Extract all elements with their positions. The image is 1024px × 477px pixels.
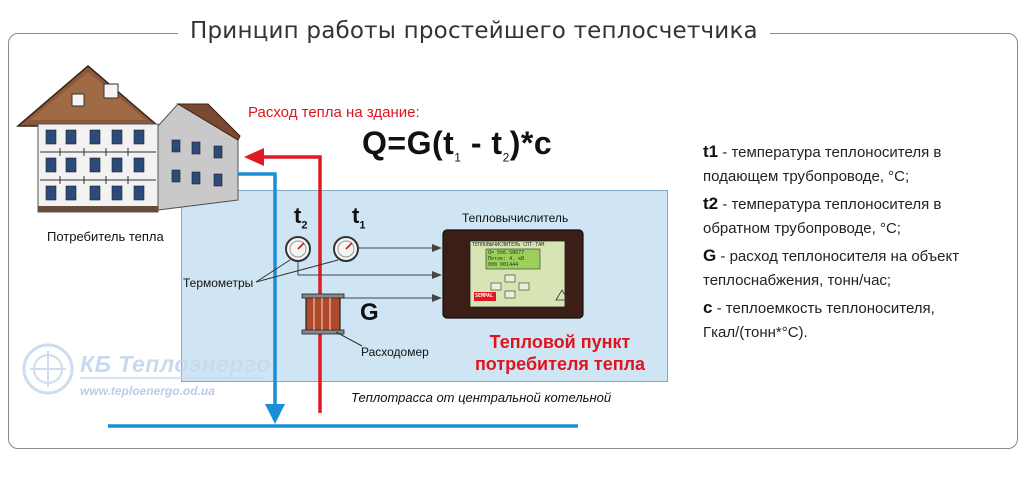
calculator-screen-line: Q= 506.58077	[488, 250, 525, 256]
symbol-g: G	[360, 299, 379, 326]
watermark-logo-icon	[22, 343, 74, 395]
calculator-screen-line: Поток: 4. кВ	[488, 256, 525, 262]
symbol-t2-sub: 2	[301, 219, 308, 232]
formula-mid: - t	[461, 125, 503, 161]
calculator-header: ТЕПЛОВЫЧИСЛИТЕЛЬ СПТ-ТАМ	[472, 242, 545, 248]
thermometer-leaders	[255, 259, 339, 283]
legend-term: c	[703, 298, 713, 317]
symbol-t2-letter: t	[294, 203, 302, 228]
thermometer-t1-icon	[333, 236, 359, 262]
legend-item-t2: t2 - температура теплоносителя в обратно…	[703, 192, 1008, 241]
supply-arrow-icon	[244, 148, 264, 166]
formula-main: Q=G(t	[362, 125, 455, 161]
flowmeter-label: Расходомер	[361, 345, 429, 359]
formula-sub1: 1	[454, 150, 462, 165]
consumer-label: Потребитель тепла	[47, 229, 164, 244]
symbol-t1: t1	[352, 203, 365, 231]
heat-point-box	[181, 190, 668, 382]
legend-desc: - теплоемкость теплоносителя, Гкал/(тонн…	[703, 300, 935, 341]
watermark-url: www.teploenergo.od.ua	[80, 384, 215, 398]
calculator-brand: SEMPAL	[475, 293, 494, 299]
page-title: Принцип работы простейшего теплосчетчика	[178, 18, 770, 44]
flowmeter-icon	[301, 293, 345, 335]
legend-item-t1: t1 - температура теплоносителя в подающе…	[703, 140, 1008, 189]
return-arrow-icon	[265, 404, 285, 424]
symbol-t1-letter: t	[352, 203, 360, 228]
thermometer-t2-icon	[285, 236, 311, 262]
calculator-label: Тепловычислитель	[462, 211, 569, 225]
watermark-name: КБ Теплоэнерго	[80, 351, 271, 377]
legend-term: t1	[703, 142, 719, 161]
flowmeter-leader	[335, 331, 363, 347]
formula: Q=G(t1 - t2)*c	[362, 125, 552, 164]
legend-term: G	[703, 246, 717, 265]
heat-calculator-icon	[442, 229, 584, 319]
legend-item-c: c - теплоемкость теплоносителя, Гкал/(то…	[703, 296, 1008, 345]
legend: t1 - температура теплоносителя в подающе…	[703, 140, 1008, 348]
heat-point-title: Тепловой пункт потребителя тепла	[474, 332, 646, 374]
legend-term: t2	[703, 194, 719, 213]
symbol-t1-sub: 1	[359, 219, 366, 232]
building-icon	[15, 65, 241, 213]
legend-desc: - расход теплоносителя на объект теплосн…	[703, 248, 960, 289]
return-pipe	[108, 172, 578, 428]
formula-end: )*c	[509, 125, 553, 161]
heat-flow-label: Расход тепла на здание:	[248, 104, 420, 121]
symbol-t2: t2	[294, 203, 307, 231]
calculator-screen-line: 000 001444	[488, 262, 519, 268]
route-label: Теплотрасса от центральной котельной	[351, 390, 612, 405]
thermometers-label: Термометры	[183, 276, 254, 290]
legend-desc: - температура теплоносителя в подающем т…	[703, 144, 942, 185]
legend-item-g: G - расход теплоносителя на объект тепло…	[703, 244, 1008, 293]
legend-desc: - температура теплоносителя в обратном т…	[703, 196, 942, 237]
formula-sub2: 2	[502, 150, 510, 165]
